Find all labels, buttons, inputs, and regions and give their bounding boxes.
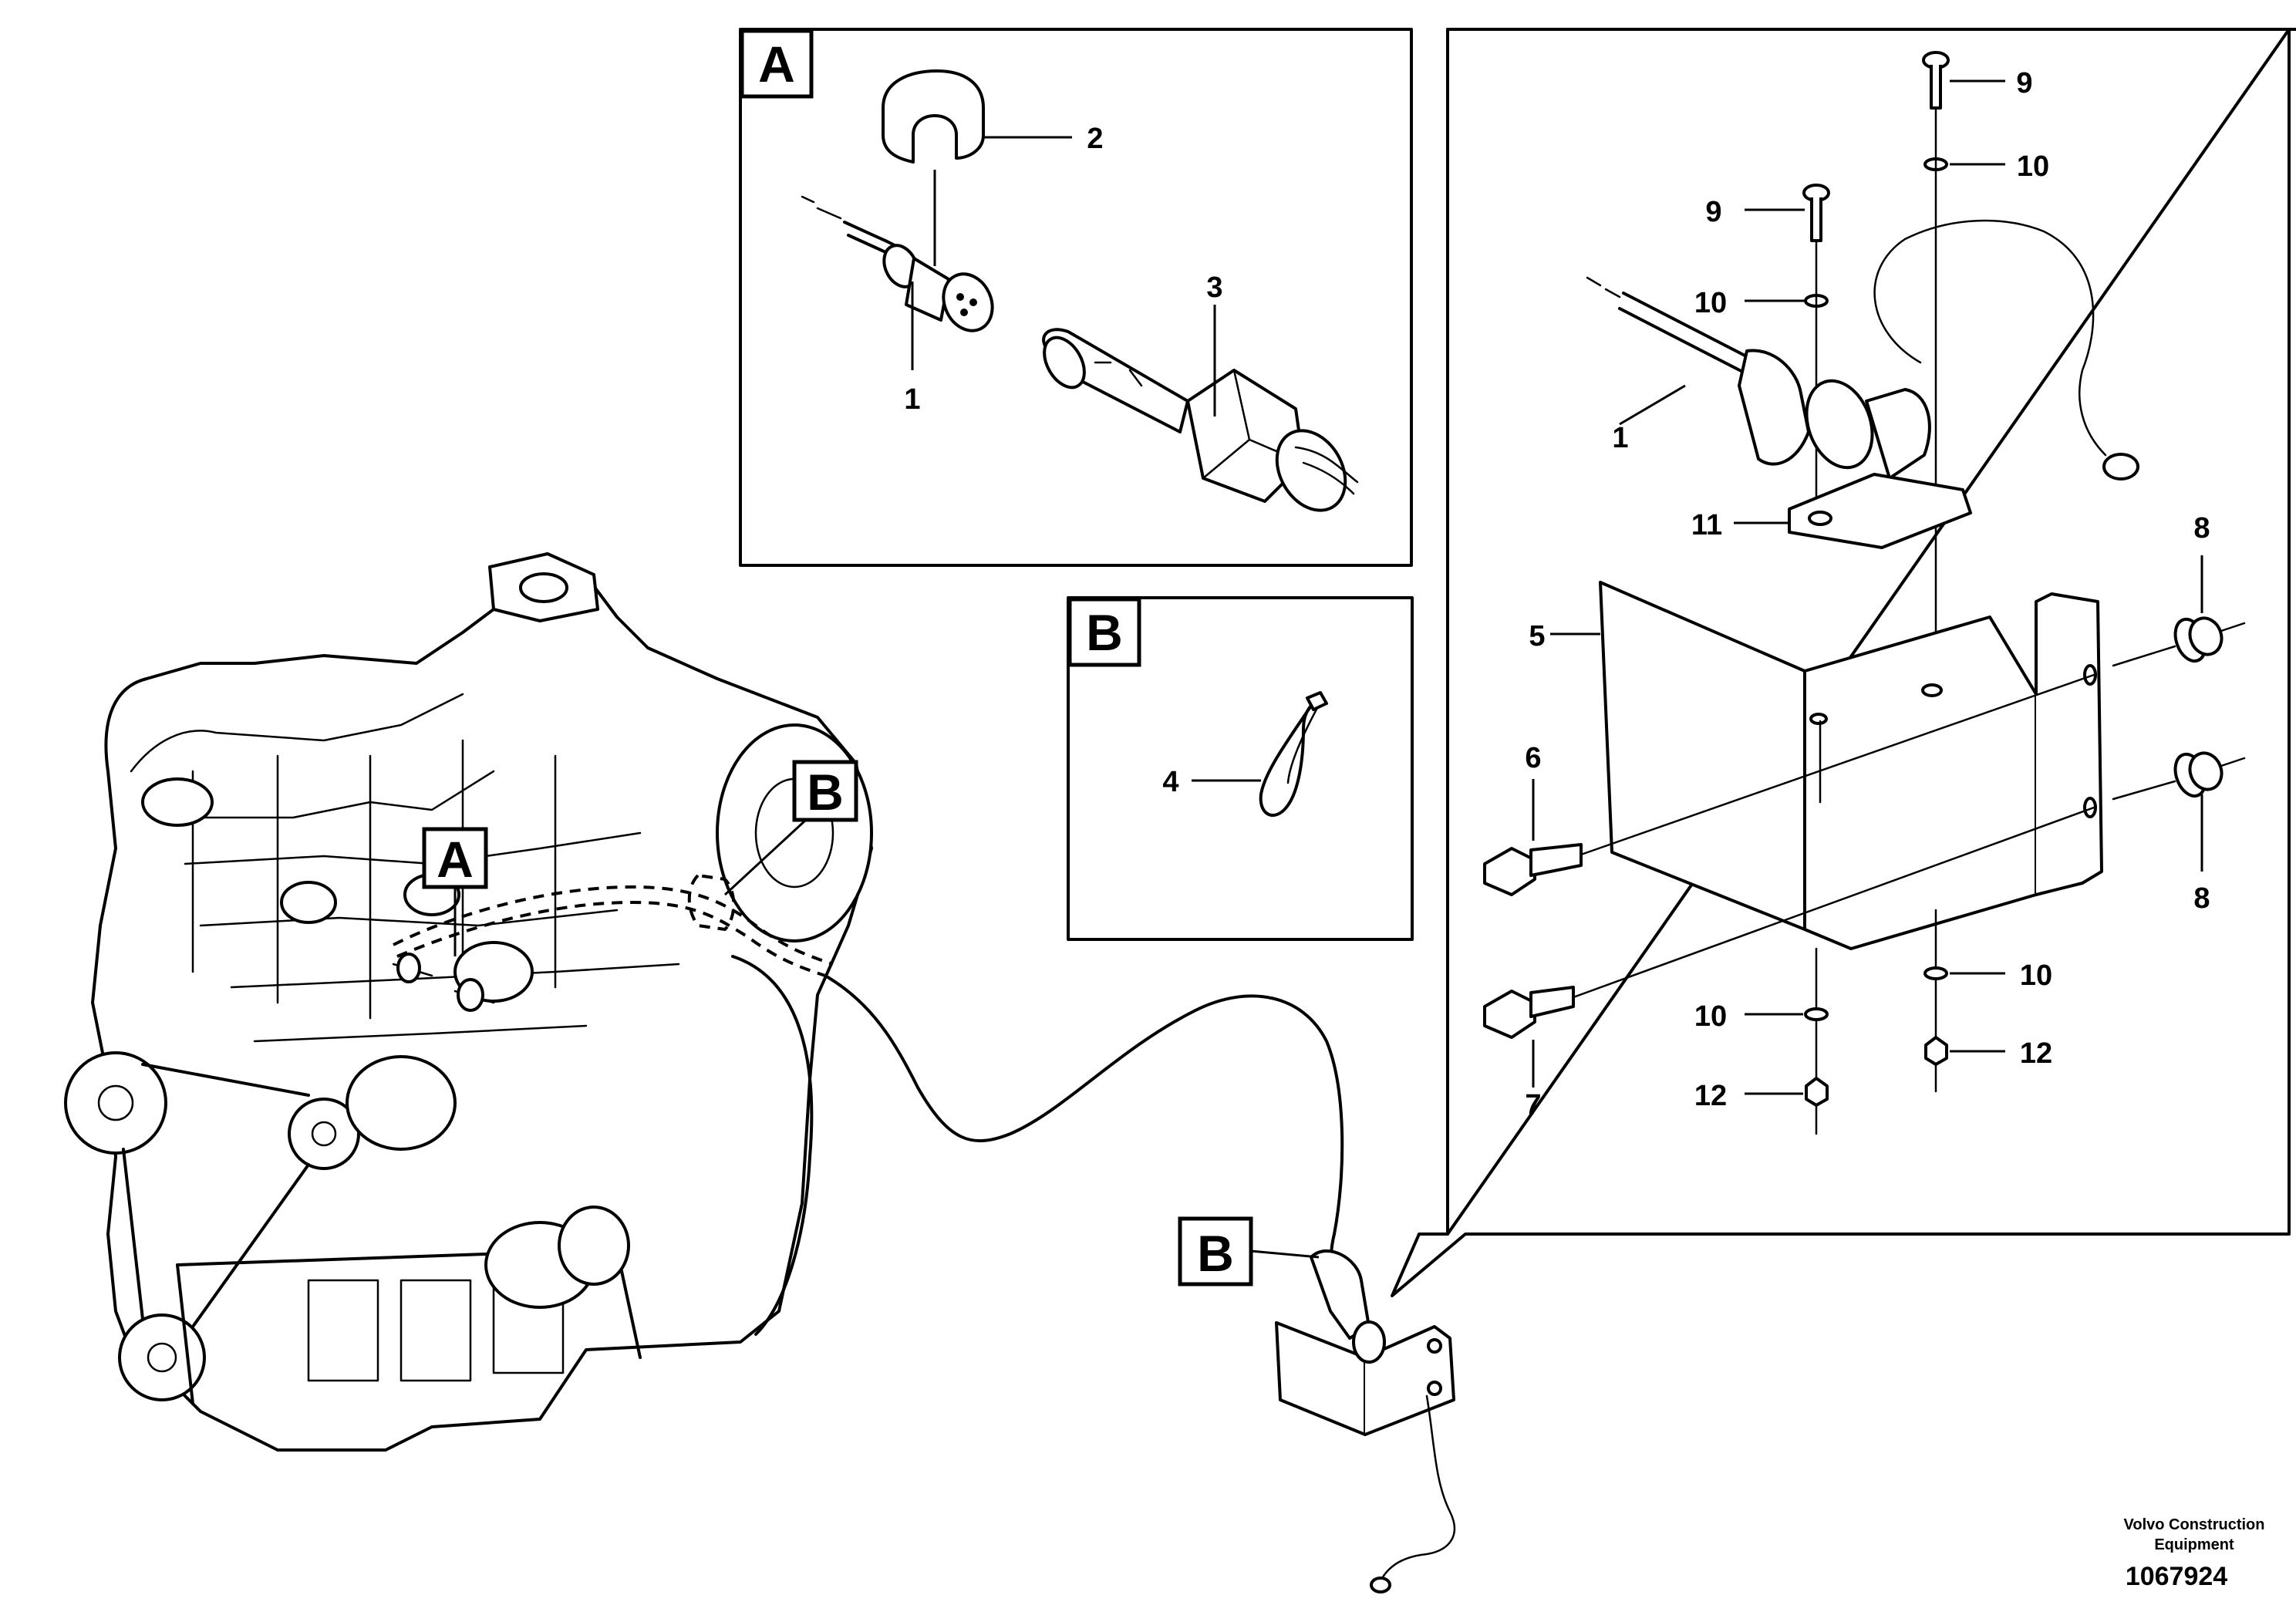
sensor-bracket-overview xyxy=(1275,1249,1456,1593)
credit-line-2: Equipment xyxy=(2154,1536,2234,1553)
callout-d-9-top: 9 xyxy=(2016,67,2032,99)
panel-a: A xyxy=(739,28,1413,567)
flange-nut-upper-part xyxy=(2112,616,2246,667)
bolt-lower-part xyxy=(1483,806,2095,1039)
overview-label-b: B xyxy=(723,760,858,896)
overview-label-a: A xyxy=(422,827,488,956)
svg-text:B: B xyxy=(807,764,844,821)
callout-d-10-top: 10 xyxy=(2017,150,2049,183)
callout-d-8-top: 8 xyxy=(2193,512,2210,545)
clamp-part xyxy=(1788,473,1972,549)
rubber-cap-part xyxy=(882,69,985,164)
callout-a-3: 3 xyxy=(1206,271,1222,304)
callout-d-12-right: 12 xyxy=(2020,1037,2052,1070)
sensor-part xyxy=(1042,328,1359,512)
document-number: 1067924 xyxy=(2126,1562,2227,1591)
callout-a-1: 1 xyxy=(904,383,920,416)
callout-a-2: 2 xyxy=(1087,123,1103,155)
engine-overview xyxy=(64,552,1456,1593)
callout-d-7: 7 xyxy=(1525,1089,1541,1121)
callout-d-10-lower-left: 10 xyxy=(1694,1000,1727,1033)
callout-d-1: 1 xyxy=(1612,422,1628,454)
screw-top-part xyxy=(1922,51,1950,110)
washer-lower-right-part xyxy=(1923,966,1948,980)
svg-text:B: B xyxy=(1197,1225,1234,1282)
nut-lower-left-part xyxy=(1805,1077,1829,1107)
washer-lower-left-part xyxy=(1804,1007,1829,1021)
callout-d-10: 10 xyxy=(1694,287,1727,319)
ground-strap-part xyxy=(1873,219,2107,457)
svg-text:A: A xyxy=(437,831,474,888)
detail-panel: 9 10 9 10 1 xyxy=(1391,28,2296,1297)
mounting-bracket-part xyxy=(1599,581,2103,950)
cable-plug-part xyxy=(1586,276,1931,480)
screw-part xyxy=(1802,184,1830,242)
callout-d-6: 6 xyxy=(1525,742,1541,774)
callout-d-12-left: 12 xyxy=(1694,1080,1727,1112)
callout-d-9: 9 xyxy=(1705,196,1721,228)
cable-tie-part xyxy=(1259,691,1328,818)
bolt-upper-part xyxy=(1483,673,2095,896)
overview-label-b-bracket: B xyxy=(1178,1216,1320,1286)
callout-d-5: 5 xyxy=(1529,620,1545,653)
panel-b-label: B xyxy=(1086,604,1123,661)
credit-line-1: Volvo Construction xyxy=(2124,1516,2265,1533)
panel-b: B 4 xyxy=(1067,596,1414,941)
cable-connector-part xyxy=(801,195,994,332)
nut-lower-right-part xyxy=(1924,1036,1948,1066)
callout-d-8-bottom: 8 xyxy=(2193,882,2210,915)
callout-b-4: 4 xyxy=(1162,766,1178,798)
callout-d-11: 11 xyxy=(1691,509,1722,541)
cable-route xyxy=(824,974,1351,1297)
callout-d-10-lower-right: 10 xyxy=(2020,959,2052,992)
flange-nut-lower-part xyxy=(2112,751,2246,801)
panel-a-label: A xyxy=(758,35,795,93)
